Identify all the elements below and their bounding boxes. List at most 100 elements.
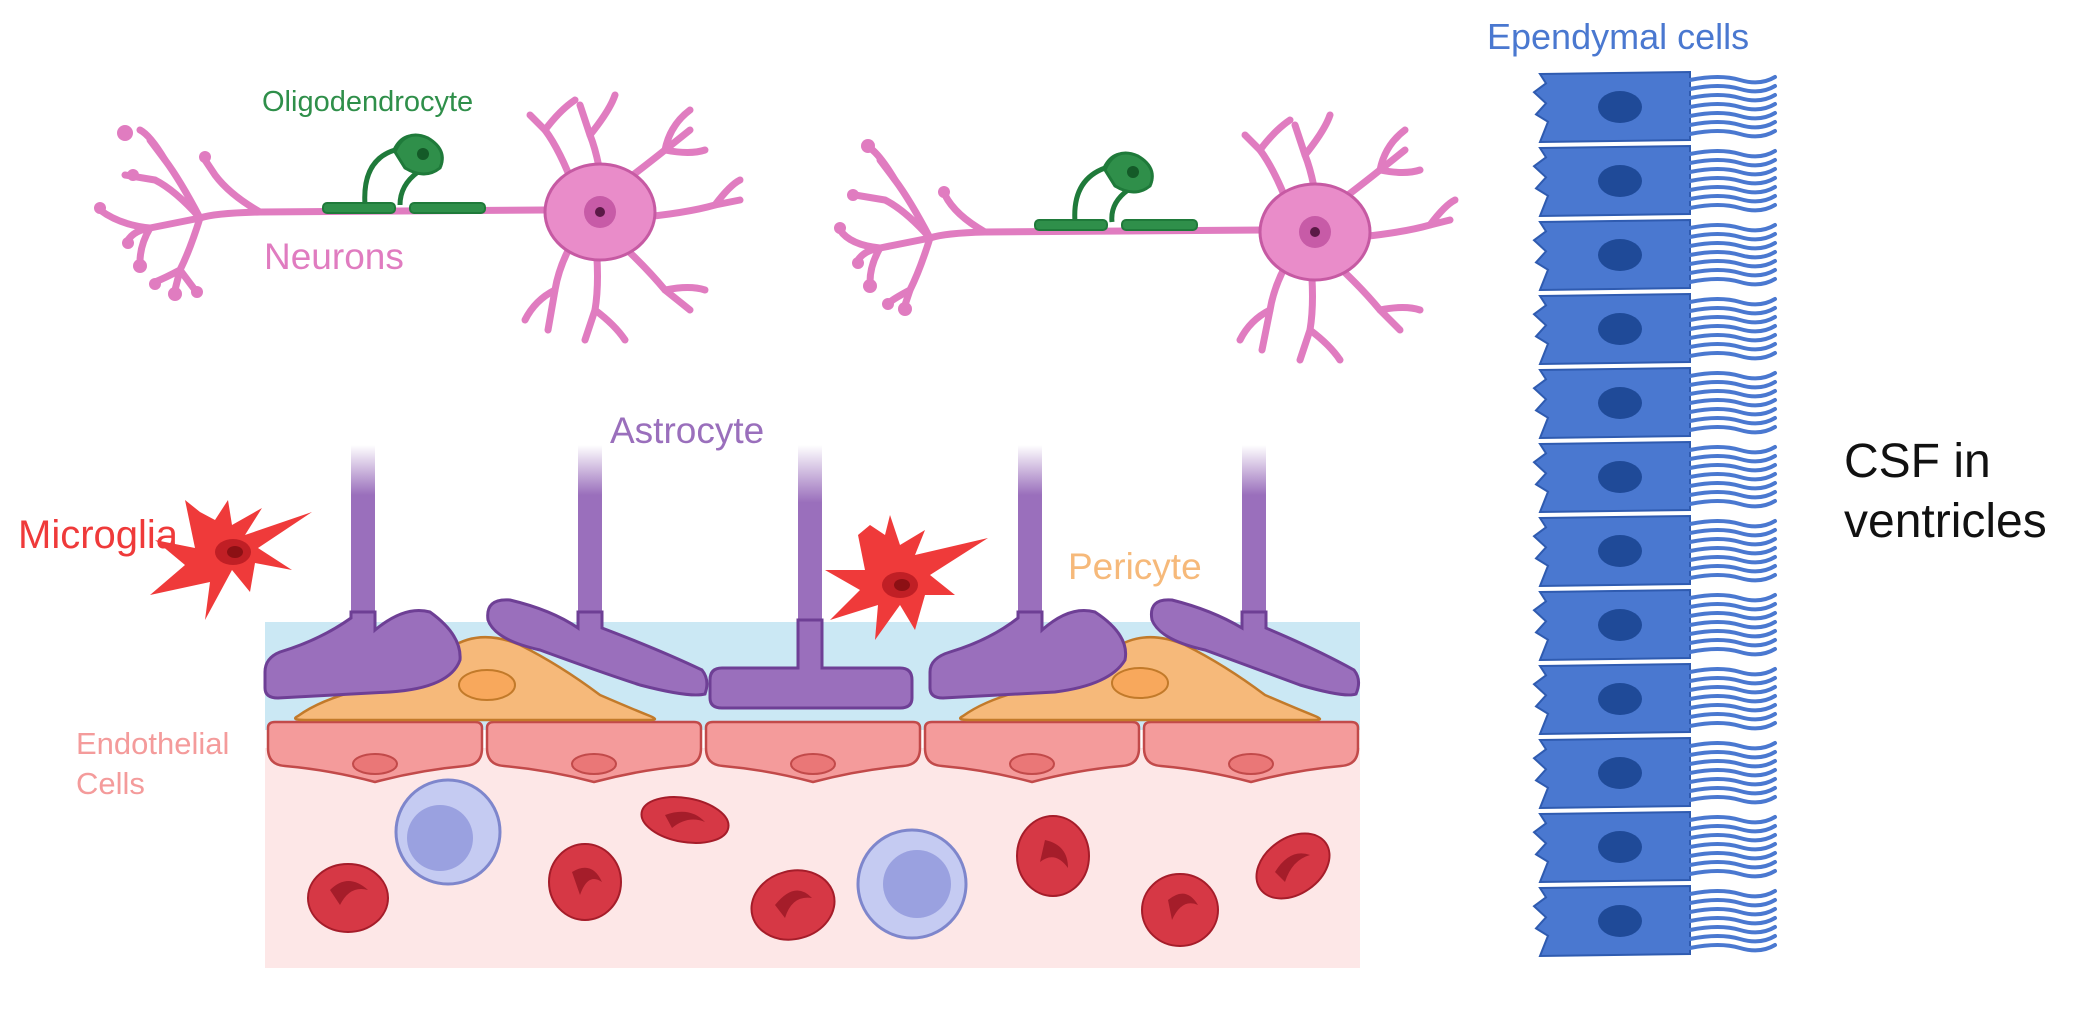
oligodendrocyte-1 <box>322 133 486 214</box>
cilium <box>1688 102 1777 112</box>
cilium <box>1688 537 1777 547</box>
cilium <box>1688 407 1777 417</box>
cilium <box>1688 499 1777 509</box>
endothelial-cell <box>266 720 484 784</box>
cilium <box>1688 842 1777 852</box>
astrocyte-endfoot <box>263 609 462 700</box>
endothelial-label-line1: Endothelial <box>76 726 230 761</box>
cilium <box>1688 685 1777 695</box>
cilium <box>1688 306 1777 316</box>
cilium <box>1688 194 1777 204</box>
cilium <box>1688 667 1777 677</box>
cilium <box>1688 795 1777 805</box>
oligodendrocyte-label: Oligodendrocyte <box>262 86 474 118</box>
cilium <box>1688 389 1777 399</box>
cilium <box>1688 120 1777 130</box>
pericyte-2 <box>958 635 1322 722</box>
cilium <box>1688 472 1777 482</box>
cilium <box>1688 185 1777 195</box>
cilium <box>1688 463 1777 473</box>
cilium <box>1688 703 1777 713</box>
cilium <box>1688 611 1777 621</box>
cilium <box>1688 176 1777 186</box>
csf-label-line2: ventricles <box>1844 495 2047 548</box>
red-blood-cell <box>1016 815 1090 897</box>
oligodendrocyte-2 <box>1034 151 1198 231</box>
astrocyte-endfoot <box>486 598 709 697</box>
endothelial-layer <box>266 720 1360 784</box>
red-blood-cell <box>307 863 389 933</box>
cilium <box>1688 573 1777 583</box>
cilium <box>1688 721 1777 731</box>
cilium <box>1688 916 1777 926</box>
cilium <box>1688 620 1777 630</box>
cilium <box>1688 111 1777 121</box>
ependymal-cell <box>1532 810 1777 884</box>
cilium <box>1688 149 1777 159</box>
cilium <box>1688 268 1777 278</box>
cilium <box>1688 602 1777 612</box>
cilium <box>1688 351 1777 361</box>
cilium <box>1688 898 1777 908</box>
cilium <box>1688 629 1777 639</box>
cilium <box>1688 223 1777 233</box>
cilium <box>1688 425 1777 435</box>
ependymal-cell <box>1532 514 1777 588</box>
cilium <box>1688 398 1777 408</box>
red-blood-cell <box>1141 873 1219 947</box>
blood-cells <box>307 778 1331 947</box>
ependymal-cell <box>1532 662 1777 736</box>
red-blood-cell <box>750 869 836 941</box>
endothelial-cell <box>1142 720 1360 784</box>
pericyte-label: Pericyte <box>1068 546 1202 587</box>
cilium <box>1688 925 1777 935</box>
cilium <box>1688 759 1777 769</box>
ependymal-cell <box>1532 884 1777 958</box>
ependymal-cell <box>1532 440 1777 514</box>
cilium <box>1688 528 1777 538</box>
ependymal-label: Ependymal cells <box>1487 16 1750 57</box>
ependymal-cell <box>1532 366 1777 440</box>
cilium <box>1688 943 1777 953</box>
astrocyte-endfoot <box>708 618 914 710</box>
red-blood-cell <box>640 796 730 844</box>
ependymal-cell <box>1532 218 1777 292</box>
cilium <box>1688 93 1777 103</box>
cilium <box>1688 712 1777 722</box>
cilium <box>1688 694 1777 704</box>
cilium <box>1688 315 1777 325</box>
neurons-label: Neurons <box>264 236 404 277</box>
endothelial-cell <box>485 720 703 784</box>
cilium <box>1688 638 1777 648</box>
cilium <box>1688 167 1777 177</box>
cilium <box>1688 481 1777 491</box>
cilium <box>1688 564 1777 574</box>
red-blood-cell <box>548 843 622 921</box>
ependymal-cell <box>1532 292 1777 366</box>
microglia-2 <box>825 515 988 640</box>
cilium <box>1688 445 1777 455</box>
cilium <box>1688 277 1777 287</box>
neuron-2 <box>834 111 1459 364</box>
neuron-1 <box>94 91 744 344</box>
cilium <box>1688 333 1777 343</box>
cilium <box>1688 741 1777 751</box>
cilium <box>1688 860 1777 870</box>
cilium <box>1688 371 1777 381</box>
ependymal-cell <box>1532 736 1777 810</box>
endothelial-label-line2: Cells <box>76 766 145 801</box>
ependymal-cell <box>1532 144 1777 218</box>
cilium <box>1688 519 1777 529</box>
endothelial-cell <box>923 720 1141 784</box>
cilium <box>1688 259 1777 269</box>
cilium <box>1688 593 1777 603</box>
cilium <box>1688 889 1777 899</box>
cilium <box>1688 324 1777 334</box>
astrocyte-endfoot <box>1149 598 1361 697</box>
cilium <box>1688 158 1777 168</box>
astrocyte <box>263 445 1361 710</box>
endothelial-label: Endothelial Cells <box>76 724 229 804</box>
cilium <box>1688 297 1777 307</box>
cilium <box>1688 647 1777 657</box>
